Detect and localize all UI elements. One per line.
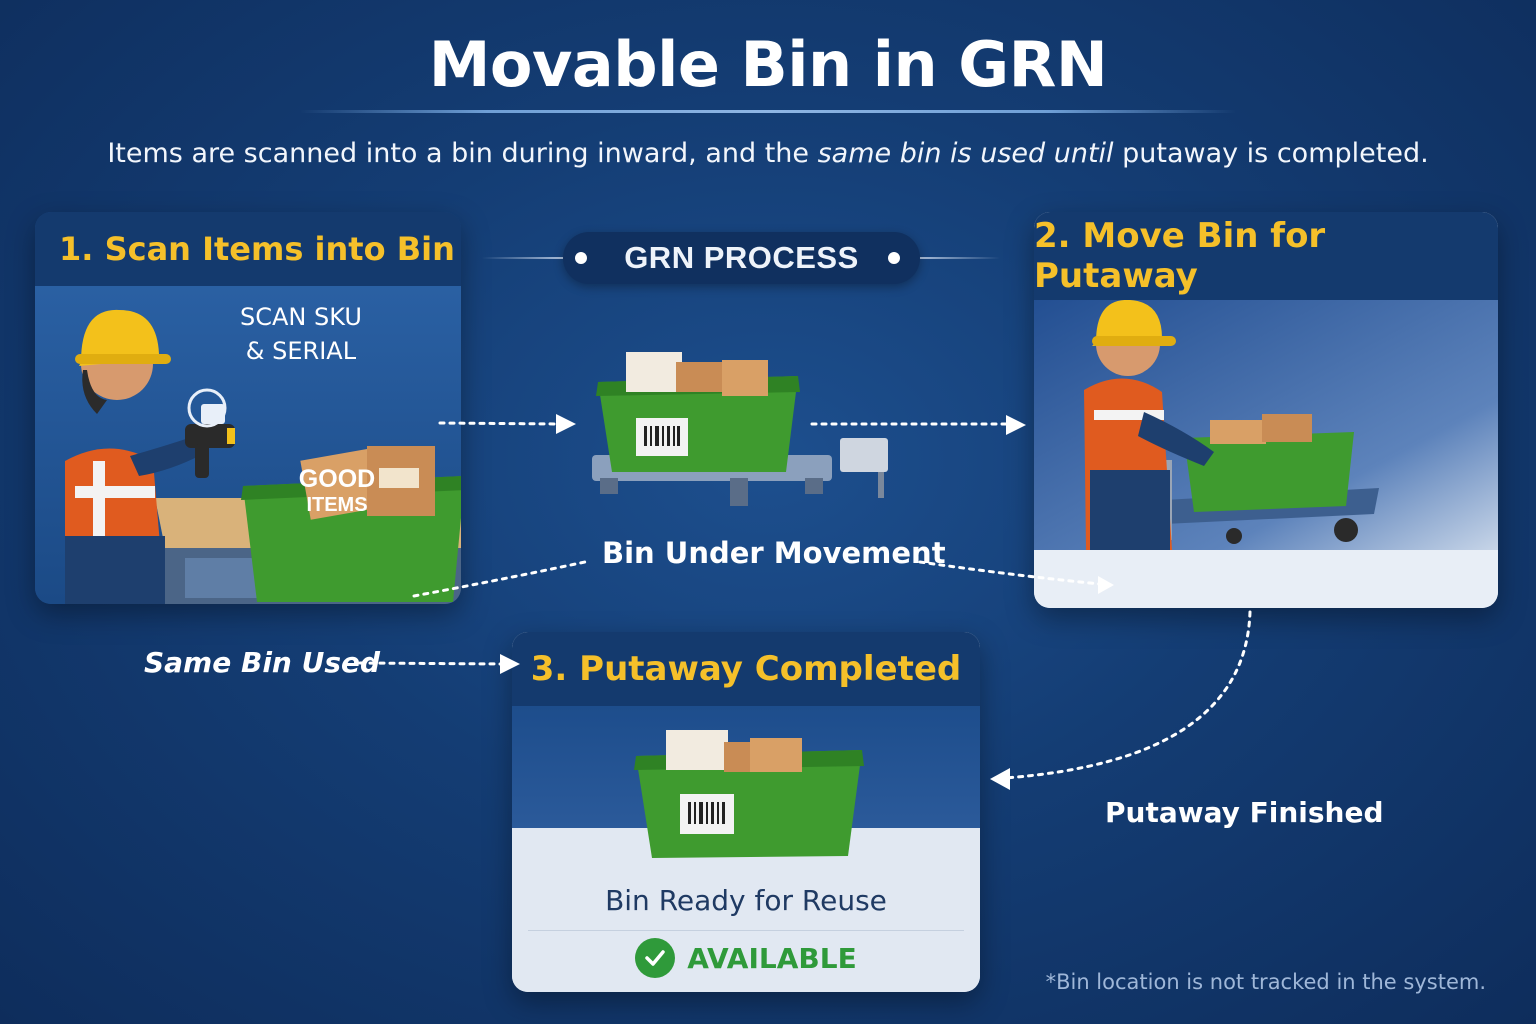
- grn-process-pill: GRN PROCESS: [563, 232, 920, 284]
- bin-ready-text: Bin Ready for Reuse: [605, 884, 887, 917]
- pill-dot-left: [575, 252, 587, 264]
- bin-label-line1: GOOD: [298, 465, 376, 493]
- subtitle-part2: putaway is completed.: [1113, 138, 1429, 169]
- arrow-label-to-card2: [918, 560, 1102, 586]
- page-title: Movable Bin in GRN: [428, 28, 1108, 101]
- title-divider: [300, 110, 1236, 113]
- arrow-same-bin: [358, 661, 507, 666]
- arrow-scan-to-move: [438, 421, 562, 426]
- step1-heading: 1. Scan Items into Bin: [35, 212, 461, 286]
- scan-sku-label: SCAN SKU & SERIAL: [240, 300, 362, 368]
- arrow-right-icon: [1006, 415, 1026, 435]
- pill-label: GRN PROCESS: [624, 240, 859, 275]
- step3-card: 3. Putaway Completed: [512, 632, 980, 992]
- step2-heading: 2. Move Bin for Putaway: [1034, 212, 1498, 300]
- pill-line-left: [482, 257, 582, 259]
- pill-dot-right: [888, 252, 900, 264]
- step3-heading: 3. Putaway Completed: [512, 632, 980, 706]
- arrow-left-icon: [990, 768, 1010, 790]
- available-badge: AVAILABLE: [512, 938, 980, 978]
- check-icon: [635, 938, 676, 978]
- footnote: *Bin location is not tracked in the syst…: [1045, 970, 1486, 994]
- scan-label-line1: SCAN SKU: [240, 303, 362, 331]
- arrow-right-icon: [1098, 576, 1114, 594]
- bin-label-line2: ITEMS: [306, 494, 368, 516]
- step1-illustration: [35, 286, 461, 604]
- arrow-putaway-finished: [1003, 610, 1252, 780]
- pill-line-right: [900, 257, 1000, 259]
- step1-card: 1. Scan Items into Bin: [35, 212, 461, 604]
- step2-card: 2. Move Bin for Putaway: [1034, 212, 1498, 608]
- bin-under-movement-label: Bin Under Movement: [602, 536, 946, 570]
- available-label: AVAILABLE: [687, 941, 857, 975]
- scan-label-line2: & SERIAL: [245, 337, 357, 365]
- step2-illustration: [1034, 299, 1498, 608]
- arrow-right-icon: [500, 654, 520, 674]
- subtitle-part1: Items are scanned into a bin during inwa…: [107, 138, 818, 169]
- putaway-finished-label: Putaway Finished: [1105, 796, 1384, 829]
- same-bin-used-label: Same Bin Used: [144, 646, 381, 679]
- scanner-icon: [185, 424, 235, 448]
- step3-illustration: [512, 706, 980, 992]
- subtitle-emphasis: same bin is used until: [817, 138, 1114, 169]
- good-items-label: GOOD ITEMS: [277, 466, 397, 518]
- arrow-card1-to-label: [412, 560, 587, 598]
- subtitle: Items are scanned into a bin during inwa…: [0, 138, 1536, 169]
- arrow-right-icon: [556, 414, 576, 434]
